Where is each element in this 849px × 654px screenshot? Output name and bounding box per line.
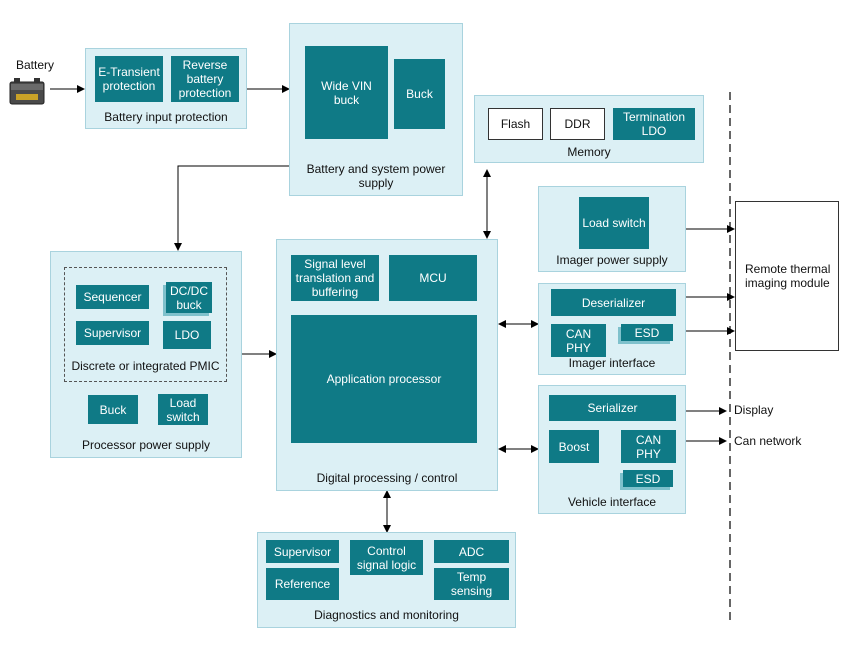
imager-interface-title: Imager interface [568,356,656,370]
pmic-supervisor-block: Supervisor [76,321,149,345]
display-label: Display [734,403,774,417]
battery-input-protection-group: E-Transient protection Reverse battery p… [85,48,247,129]
battery-icon [9,78,45,105]
vehicle-esd-block: ESD [623,470,673,487]
imager-power-supply-group: Load switch Imager power supply [538,186,686,272]
wide-vin-buck-block: Wide VIN buck [305,46,388,139]
diagnostics-group: Supervisor Control signal logic ADC Refe… [257,532,516,628]
processor-load-switch-block: Load switch [158,394,208,425]
processor-buck-block: Buck [88,395,138,424]
buck-block: Buck [394,59,445,129]
mcu-block: MCU [389,255,477,301]
vehicle-can-phy-block: CAN PHY [621,430,676,463]
dc-dc-buck-block: DC/DC buck [166,282,212,313]
processor-power-supply-group: Sequencer DC/DC buck Supervisor LDO Disc… [50,251,242,458]
application-processor-block: Application processor [291,315,477,443]
reference-block: Reference [266,568,339,600]
deserializer-block: Deserializer [551,289,676,316]
battery-system-power-group: Wide VIN buck Buck Battery and system po… [289,23,463,196]
adc-block: ADC [434,540,509,563]
load-switch-block: Load switch [579,197,649,249]
memory-title: Memory [567,145,611,159]
diagnostics-title: Diagnostics and monitoring [314,608,459,622]
imager-power-supply-title: Imager power supply [556,253,668,267]
serializer-block: Serializer [549,395,676,421]
pmic-boundary [64,267,227,382]
digital-processing-title: Digital processing / control [316,471,458,485]
ddr-block: DDR [550,108,605,140]
vehicle-interface-group: Serializer Boost CAN PHY ESD Vehicle int… [538,385,686,514]
processor-power-supply-title: Processor power supply [81,438,211,452]
e-transient-protection-block: E-Transient protection [95,56,163,102]
memory-group: Flash DDR Termination LDO Memory [474,95,704,163]
sequencer-block: Sequencer [76,285,149,309]
remote-thermal-imaging-module: Remote thermal imaging module [735,201,839,351]
boost-block: Boost [549,430,599,463]
wire-power-to-processor-supply [174,165,290,251]
flash-block: Flash [488,108,543,140]
digital-processing-group: Signal level translation and buffering M… [276,239,498,491]
temp-sensing-block: Temp sensing [434,568,509,600]
battery-label: Battery [16,58,55,72]
battery-input-protection-title: Battery input protection [104,110,228,124]
control-signal-logic-block: Control signal logic [350,540,423,575]
imager-can-phy-block: CAN PHY [551,324,606,357]
reverse-battery-protection-block: Reverse battery protection [171,56,239,102]
can-network-label: Can network [734,434,802,448]
imager-interface-group: Deserializer CAN PHY ESD Imager interfac… [538,283,686,375]
ldo-block: LDO [163,321,211,349]
diagnostics-supervisor-block: Supervisor [266,540,339,563]
termination-ldo-block: Termination LDO [613,108,695,140]
signal-level-translation-block: Signal level translation and buffering [291,255,379,301]
pmic-title: Discrete or integrated PMIC [71,359,220,373]
imager-esd-block: ESD [621,324,673,341]
battery-system-power-title: Battery and system power supply [306,162,446,190]
vehicle-interface-title: Vehicle interface [567,495,657,509]
